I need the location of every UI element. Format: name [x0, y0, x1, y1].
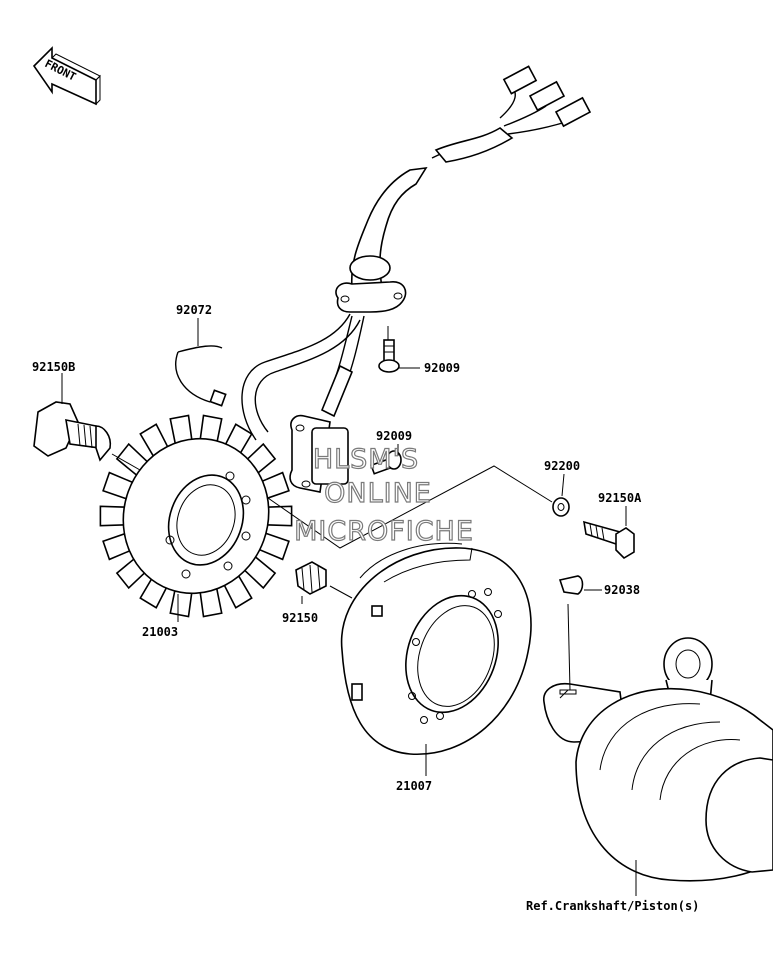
rotor-icon [340, 542, 532, 755]
part-label: 92072 [176, 303, 212, 317]
watermark: HLSM'S ONLINE MICROFICHE [293, 443, 474, 547]
woodruff-key-icon [558, 575, 584, 595]
bolt-92150-icon [295, 561, 327, 595]
pickup-coil [289, 414, 349, 493]
part-labels: 92072 92150B 92009 92009 92200 92150A 92… [32, 303, 699, 913]
part-label: 92009 [424, 361, 460, 375]
part-label: 92150 [282, 611, 318, 625]
connector-icon [502, 65, 592, 128]
part-label: 92038 [604, 583, 640, 597]
watermark-line-2: ONLINE [324, 478, 432, 509]
bolt-92150A-icon [583, 520, 635, 560]
washer-icon [552, 497, 570, 517]
band-clamp-icon [175, 345, 227, 407]
watermark-line-1: HLSM'S [313, 444, 419, 475]
wire-harness [241, 65, 592, 441]
part-label: 21003 [142, 625, 178, 639]
part-label: 92150A [598, 491, 642, 505]
watermark-line-3: MICROFICHE [294, 516, 474, 547]
crankshaft-icon [543, 637, 773, 882]
bolt-92150B-icon [33, 401, 112, 462]
part-label: 92150B [32, 360, 75, 374]
stator-icon [99, 414, 293, 618]
part-label: 92200 [544, 459, 580, 473]
reference-label: Ref.Crankshaft/Piston(s) [526, 899, 699, 913]
part-label: 21007 [396, 779, 432, 793]
bolt-92009-upper-icon [378, 339, 400, 373]
leader-lines [61, 318, 637, 896]
front-arrow-icon: FRONT [32, 46, 101, 106]
part-label: 92009 [376, 429, 412, 443]
